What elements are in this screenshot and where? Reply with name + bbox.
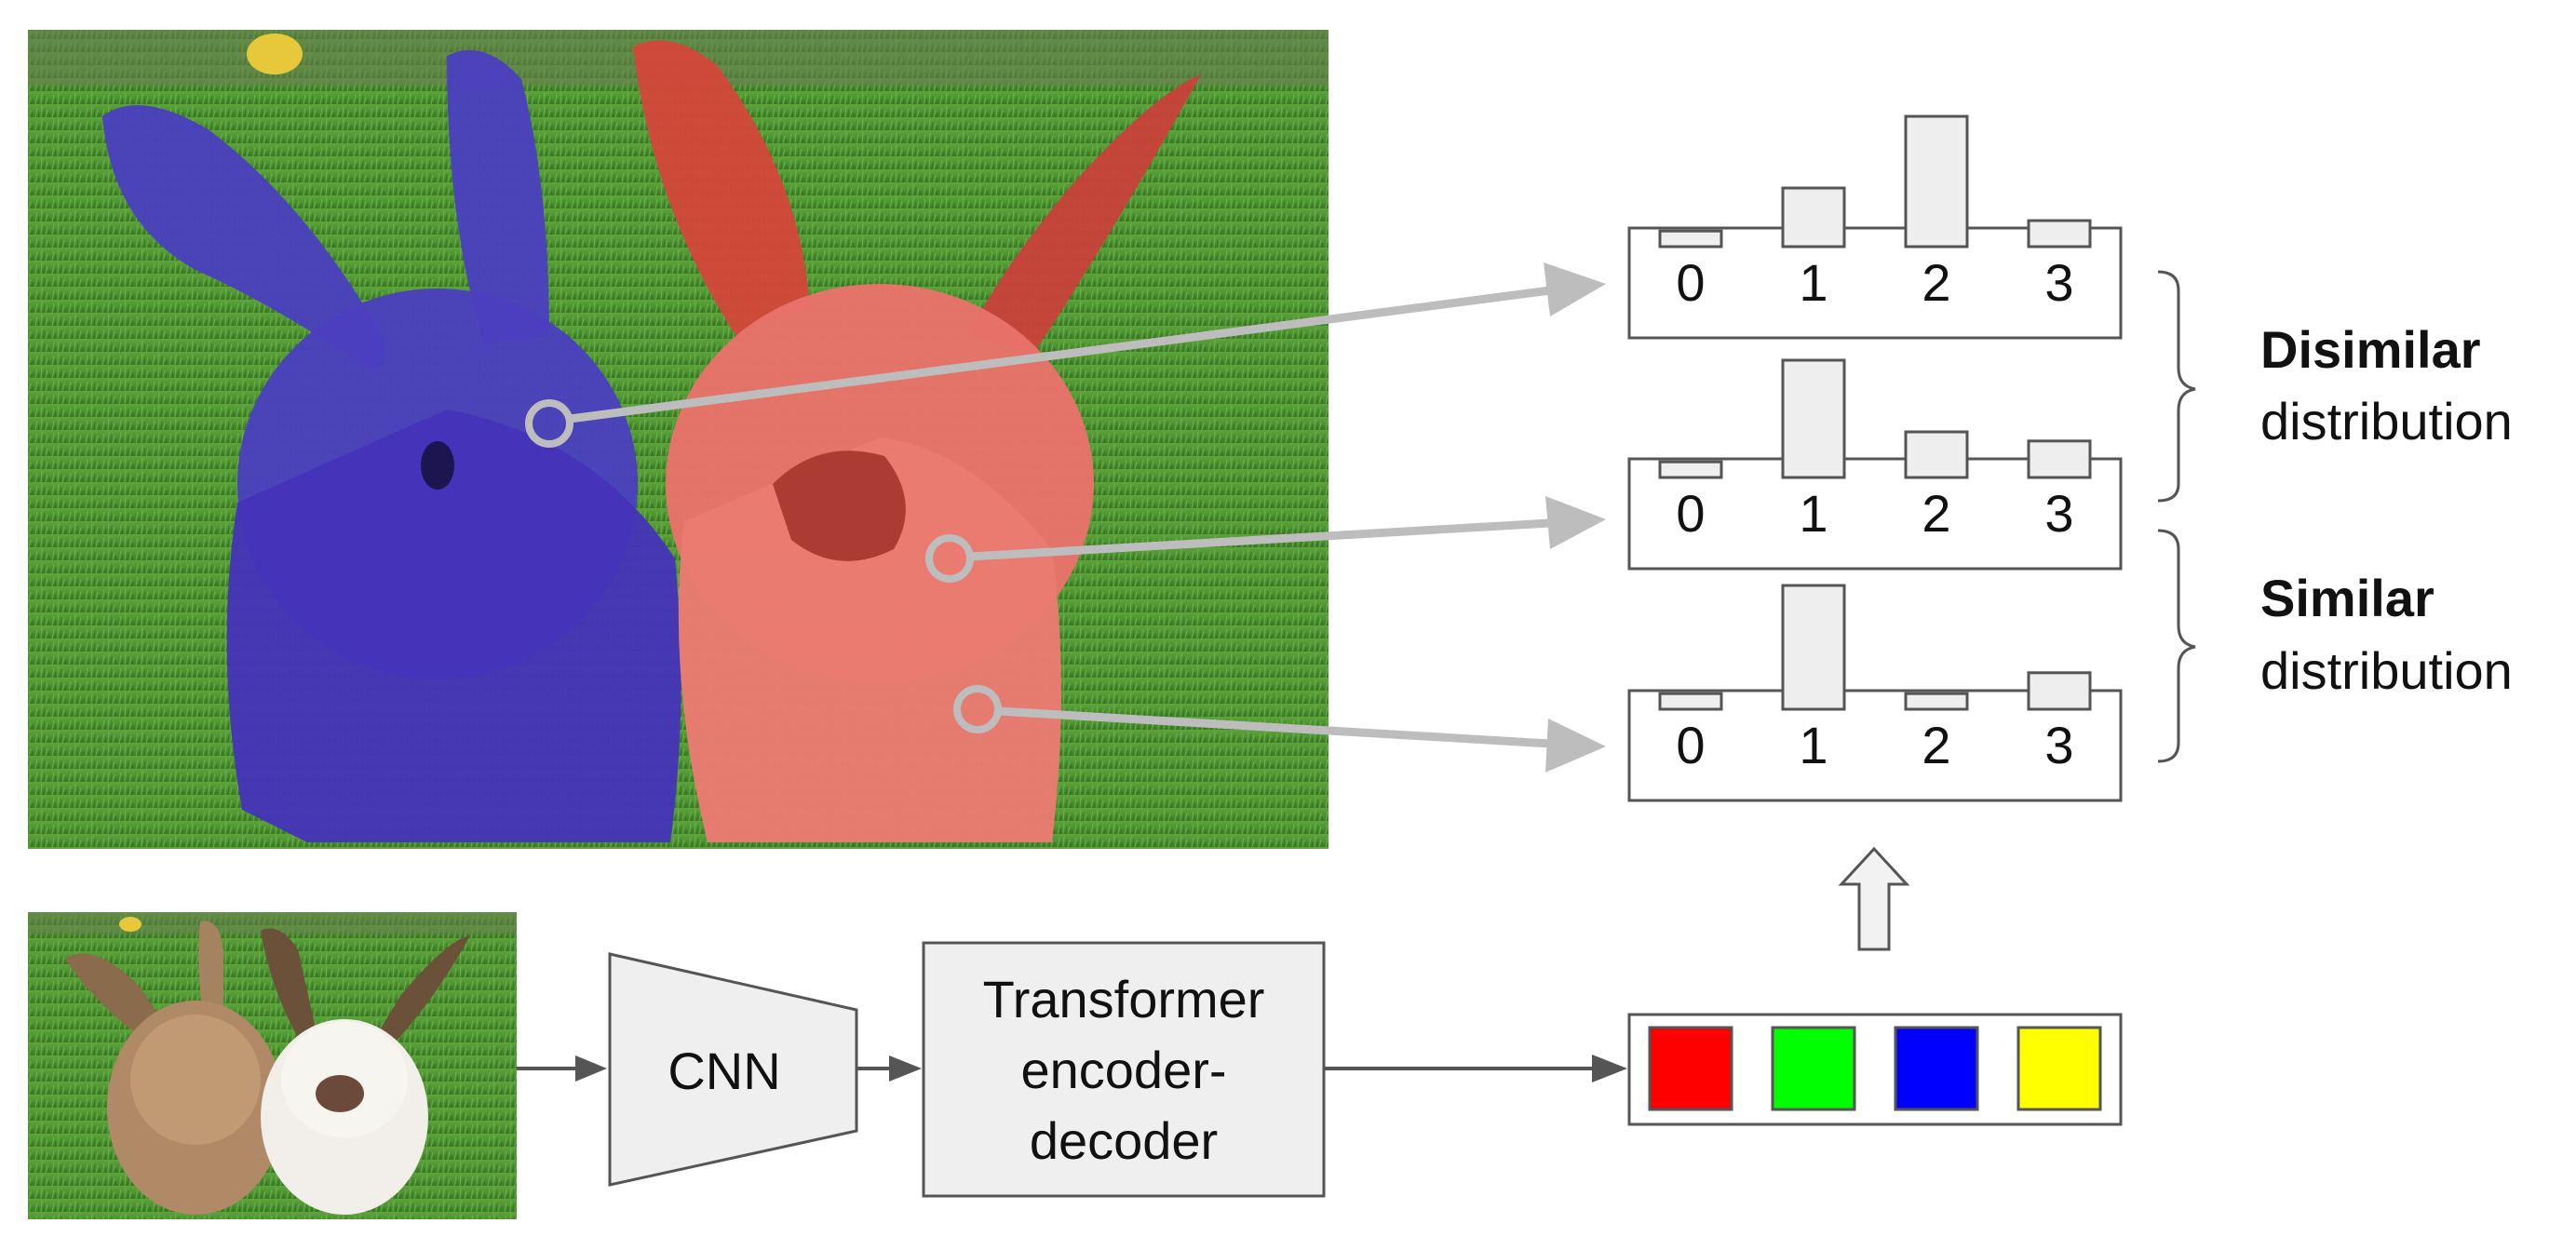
brace-dissimilar — [2157, 270, 2196, 503]
histogram-1-bar-1 — [1781, 186, 1846, 249]
toy-yellow — [247, 34, 303, 74]
histogram-3-bar-3 — [2027, 671, 2092, 711]
probe-point-3 — [953, 685, 1002, 733]
histogram-3-bar-0 — [1658, 692, 1723, 711]
query-swatch-4 — [2016, 1026, 2102, 1111]
histogram-2-label-1: 1 — [1799, 484, 1827, 543]
arrow-transformer-to-queries — [1592, 1055, 1627, 1082]
brace-similar — [2157, 529, 2196, 763]
histogram-2-bar-2 — [1904, 430, 1969, 479]
histogram-2-label-0: 0 — [1676, 484, 1705, 543]
histogram-2-bar-3 — [2027, 439, 2092, 479]
cnn-label: CNN — [668, 1042, 780, 1100]
histogram-2-label-3: 3 — [2044, 484, 2073, 543]
transformer-label-line-3: decoder — [1030, 1111, 1218, 1170]
group-title-dissimilar: Disimilar — [2260, 320, 2481, 379]
histogram-1-label-3: 3 — [2044, 253, 2073, 312]
blue-rabbit-mask — [102, 49, 681, 842]
group-title-similar: Similar — [2260, 569, 2434, 627]
red-rabbit-mask — [633, 40, 1201, 842]
arrow-head-3 — [1545, 719, 1606, 773]
histogram-3-label-1: 1 — [1799, 716, 1827, 774]
histogram-3-label-0: 0 — [1676, 716, 1705, 774]
query-swatch-2 — [1771, 1026, 1856, 1111]
histogram-1-label-2: 2 — [1922, 253, 1950, 312]
query-swatch-3 — [1894, 1026, 1979, 1111]
histogram-1-label-0: 0 — [1676, 253, 1705, 312]
probe-point-1 — [525, 399, 573, 448]
query-swatch-1 — [1648, 1026, 1733, 1111]
segmentation-image — [28, 30, 1328, 849]
cnn-block — [608, 952, 858, 1187]
probe-point-2 — [925, 534, 974, 583]
histogram-2-bar-0 — [1658, 460, 1723, 479]
arrow-head-2 — [1545, 496, 1606, 549]
histogram-1-bar-0 — [1658, 229, 1723, 249]
arrow-image-to-cnn — [575, 1055, 607, 1082]
histogram-3-label-2: 2 — [1922, 716, 1950, 774]
input-image — [28, 912, 517, 1219]
transformer-label-line-2: encoder- — [1020, 1041, 1226, 1099]
group-braces — [2157, 270, 2196, 763]
histogram-3-label-3: 3 — [2044, 716, 2073, 774]
transformer-label-line-1: Transformer — [983, 970, 1265, 1028]
histogram-3-bar-2 — [1904, 692, 1969, 711]
distribution-histograms: 0 1 2 3 0 1 2 3 0 1 2 3 — [1627, 114, 2123, 802]
histogram-2-bar-1 — [1781, 358, 1846, 479]
group-subtitle-similar: distribution — [2260, 641, 2513, 700]
histogram-1-bar-3 — [2027, 219, 2092, 249]
arrow-head-1 — [1544, 262, 1606, 316]
transformer-block — [922, 941, 1326, 1198]
probe-arrows — [569, 262, 1606, 773]
up-arrow — [1838, 846, 1910, 951]
histogram-1-label-1: 1 — [1799, 253, 1827, 312]
histogram-3-bar-1 — [1781, 584, 1846, 711]
histogram-2-label-2: 2 — [1922, 484, 1950, 543]
query-swatches — [1648, 1026, 2102, 1111]
group-subtitle-dissimilar: distribution — [2260, 392, 2513, 450]
histogram-1-bar-2 — [1904, 114, 1969, 249]
arrow-cnn-to-transformer — [889, 1055, 922, 1082]
